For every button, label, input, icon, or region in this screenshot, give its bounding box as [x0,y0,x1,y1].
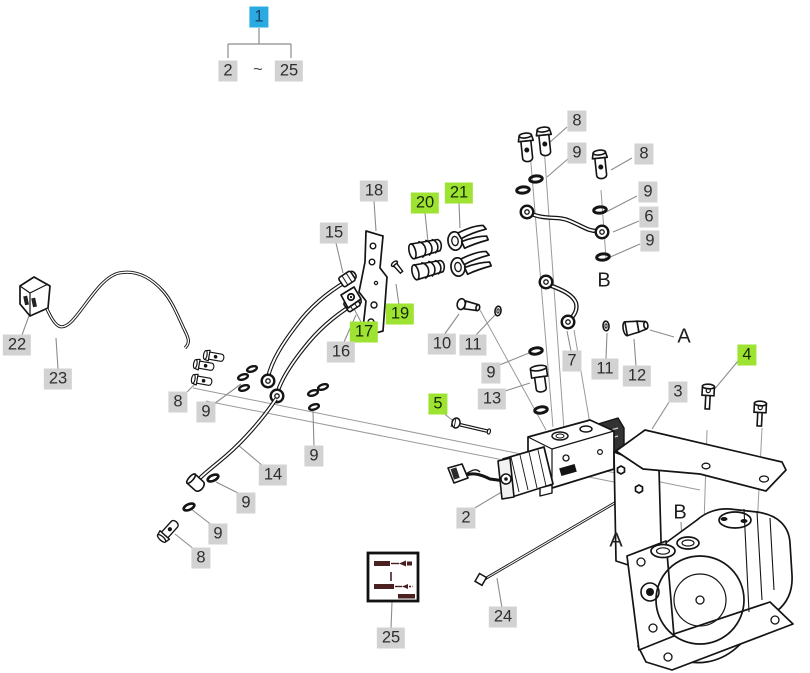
callout-14[interactable]: 14 [258,464,288,486]
callout-4[interactable]: 4 [737,344,757,366]
washers-11 [493,305,611,332]
callout-24[interactable]: 24 [488,606,518,628]
pipe-7 [538,274,579,330]
clamps-21 [445,223,493,278]
callout-21[interactable]: 21 [444,182,474,204]
callout-5[interactable]: 5 [428,393,448,415]
callout-9[interactable]: 9 [638,181,658,203]
callout-9[interactable]: 9 [304,445,324,467]
callout-9[interactable]: 9 [481,362,501,384]
fitting-13 [529,364,549,393]
callout-8[interactable]: 8 [168,391,188,413]
callout-2[interactable]: 2 [218,60,238,82]
banjo-bolts-8-top [514,125,612,263]
port-letter-a: A [609,529,623,552]
callout-10[interactable]: 10 [427,333,457,355]
callout-20[interactable]: 20 [410,192,440,214]
screw-19 [390,260,404,275]
legend-tilde: ~ [253,60,263,79]
callout-3[interactable]: 3 [668,381,688,403]
port-letter-b: B [673,501,687,524]
legend-bracket [227,28,292,58]
connectors-20 [406,235,447,283]
callout-18[interactable]: 18 [359,180,389,202]
callout-9[interactable]: 9 [567,142,587,164]
banjo-bolt-cluster-8 [154,348,226,545]
callout-17[interactable]: 17 [349,321,379,343]
bolt-5 [450,417,492,435]
sticker-25 [366,551,420,603]
callout-9[interactable]: 9 [208,523,228,545]
callout-1[interactable]: 1 [249,6,269,28]
wire-harness-23 [45,270,190,350]
pipes-15-16 [260,268,364,404]
fitting-12 [622,320,649,337]
callout-16[interactable]: 16 [326,341,356,363]
callout-11[interactable]: 11 [459,334,487,356]
callout-9[interactable]: 9 [236,492,256,514]
callout-2[interactable]: 2 [456,507,476,529]
callout-8[interactable]: 8 [567,110,587,132]
connector-22 [19,276,51,317]
callout-7[interactable]: 7 [562,350,582,372]
bolts-4 [700,383,768,428]
callout-25[interactable]: 25 [274,60,304,82]
callout-9[interactable]: 9 [196,401,216,423]
port-letter-a: A [677,325,691,348]
hydraulic-pump [626,508,794,671]
callout-8[interactable]: 8 [634,143,654,165]
callout-13[interactable]: 13 [477,388,507,410]
callout-15[interactable]: 15 [319,222,349,244]
pipe-14 [185,397,278,492]
bracket-3 [613,429,787,577]
port-letter-b: B [597,269,611,292]
valve-assembly-2 [447,417,625,500]
callout-11[interactable]: 11 [591,358,619,380]
callout-25[interactable]: 25 [376,627,406,649]
callout-12[interactable]: 12 [622,365,652,387]
bolt-10 [456,297,481,312]
o-rings-9 [181,363,330,514]
callout-9[interactable]: 9 [640,230,660,252]
callout-6[interactable]: 6 [639,206,659,228]
plate-17 [340,286,362,309]
pipe-6 [519,204,610,240]
rod-24 [474,492,631,587]
callout-22[interactable]: 22 [2,334,32,356]
callout-23[interactable]: 23 [43,368,73,390]
callout-8[interactable]: 8 [191,547,211,569]
callout-19[interactable]: 19 [385,303,415,325]
